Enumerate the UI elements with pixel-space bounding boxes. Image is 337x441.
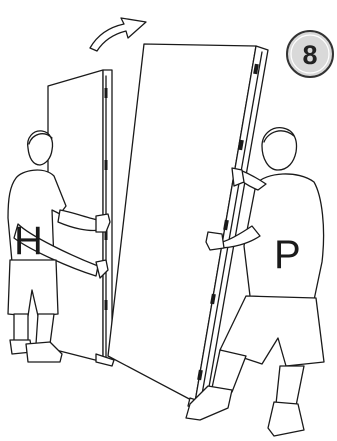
curved-arrow-icon — [90, 18, 146, 51]
step-number: 8 — [302, 40, 317, 70]
left-person-shirt-letter: H — [14, 219, 43, 263]
left-person-shorts — [8, 260, 58, 316]
right-person-shirt-letter: P — [274, 233, 301, 277]
step-badge: 8 — [287, 31, 333, 77]
right-person-shoe — [268, 402, 304, 436]
